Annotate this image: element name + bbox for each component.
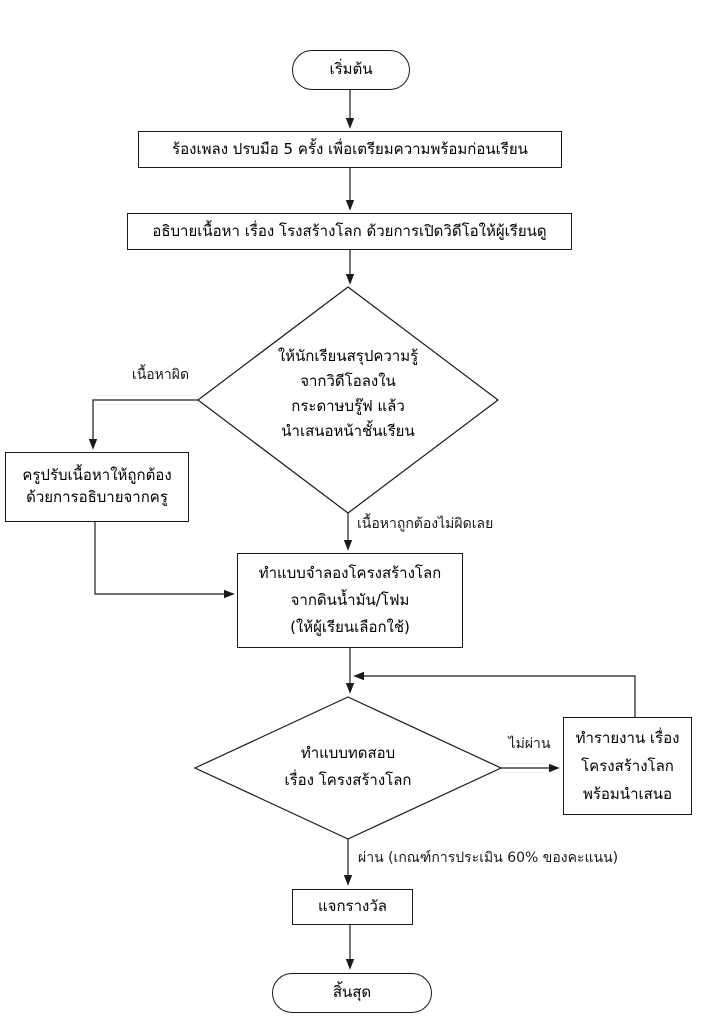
node-reward: แจกรางวัล xyxy=(292,889,413,925)
edge-report-loopback xyxy=(353,671,636,717)
node-reward-label: แจกรางวัล xyxy=(318,897,387,916)
node-teacher-fix-line: ด้วยการอธิบายจากครู xyxy=(26,488,168,506)
decision-summarize-line: นำเสนอหน้าชั้นเรียน xyxy=(281,422,415,440)
node-model: ทำแบบจำลองโครงสร้างโลก จากดินน้ำมัน/โฟม … xyxy=(237,553,463,648)
edge-label-pass: ผ่าน (เกณฑ์การประเมิน 60% ของคะแนน) xyxy=(358,847,618,869)
decision-test-line: ทำแบบทดสอบ xyxy=(300,744,396,762)
node-model-line: ทำแบบจำลองโครงสร้างโลก xyxy=(258,564,442,582)
node-start-label: เริ่มต้น xyxy=(329,60,373,79)
node-start: เริ่มต้น xyxy=(292,50,410,90)
node-warmup-label: ร้องเพลง ปรบมือ 5 ครั้ง เพื่อเตรียมความพ… xyxy=(172,139,528,158)
node-teacher-fix: ครูปรับเนื้อหาให้ถูกต้อง ด้วยการอธิบายจา… xyxy=(5,452,189,522)
edge-label-content-correct-text: เนื้อหาถูกต้องไม่ผิดเลย xyxy=(357,516,494,532)
node-report-line: ทำรายงาน เรื่อง xyxy=(575,729,680,747)
decision-summarize-line: กระดาษบรู๊ฟ แล้ว xyxy=(291,397,405,415)
edge-label-content-correct: เนื้อหาถูกต้องไม่ผิดเลย xyxy=(357,513,493,535)
decision-summarize-line: ให้นักเรียนสรุปความรู้ xyxy=(277,347,419,365)
decision-test-line: เรื่อง โครงสร้างโลก xyxy=(284,771,412,789)
node-report-line: พร้อมนำเสนอ xyxy=(582,785,673,803)
node-explain-label: อธิบายเนื้อหา เรื่อง โรงสร้างโลก ด้วยการ… xyxy=(152,221,547,240)
node-end: สิ้นสุด xyxy=(272,973,432,1013)
edge-decision1-teacherfix xyxy=(88,399,198,450)
node-model-line: จากดินน้ำมัน/โฟม xyxy=(290,591,410,609)
decision-summarize-shape xyxy=(197,286,499,514)
decision-summarize-text: ให้นักเรียนสรุปความรู้ จากวิดีโอลงใน กระ… xyxy=(233,344,463,444)
edge-label-fail: ไม่ผ่าน xyxy=(502,733,557,755)
node-explain: อธิบายเนื้อหา เรื่อง โรงสร้างโลก ด้วยการ… xyxy=(127,213,572,250)
node-report-line: โครงสร้างโลก xyxy=(581,757,674,775)
edge-label-pass-text: ผ่าน (เกณฑ์การประเมิน 60% ของคะแนน) xyxy=(358,850,619,866)
node-warmup: ร้องเพลง ปรบมือ 5 ครั้ง เพื่อเตรียมความพ… xyxy=(138,131,562,168)
node-teacher-fix-line: ครูปรับเนื้อหาให้ถูกต้อง xyxy=(22,466,172,485)
decision-test-shape xyxy=(193,696,503,840)
decision-summarize-line: จากวิดีโอลงใน xyxy=(300,372,396,390)
edge-label-content-wrong: เนื้อหาผิด xyxy=(103,364,218,386)
node-report: ทำรายงาน เรื่อง โครงสร้างโลก พร้อมนำเสนอ xyxy=(563,717,692,815)
edge-label-content-wrong-text: เนื้อหาผิด xyxy=(131,367,190,383)
decision-test-text: ทำแบบทดสอบ เรื่อง โครงสร้างโลก xyxy=(243,740,453,794)
node-end-label: สิ้นสุด xyxy=(332,983,372,1002)
edge-label-fail-text: ไม่ผ่าน xyxy=(508,736,551,752)
node-model-line: (ให้ผู้เรียนเลือกใช้) xyxy=(290,618,410,636)
edge-teacherfix-model xyxy=(94,522,235,599)
